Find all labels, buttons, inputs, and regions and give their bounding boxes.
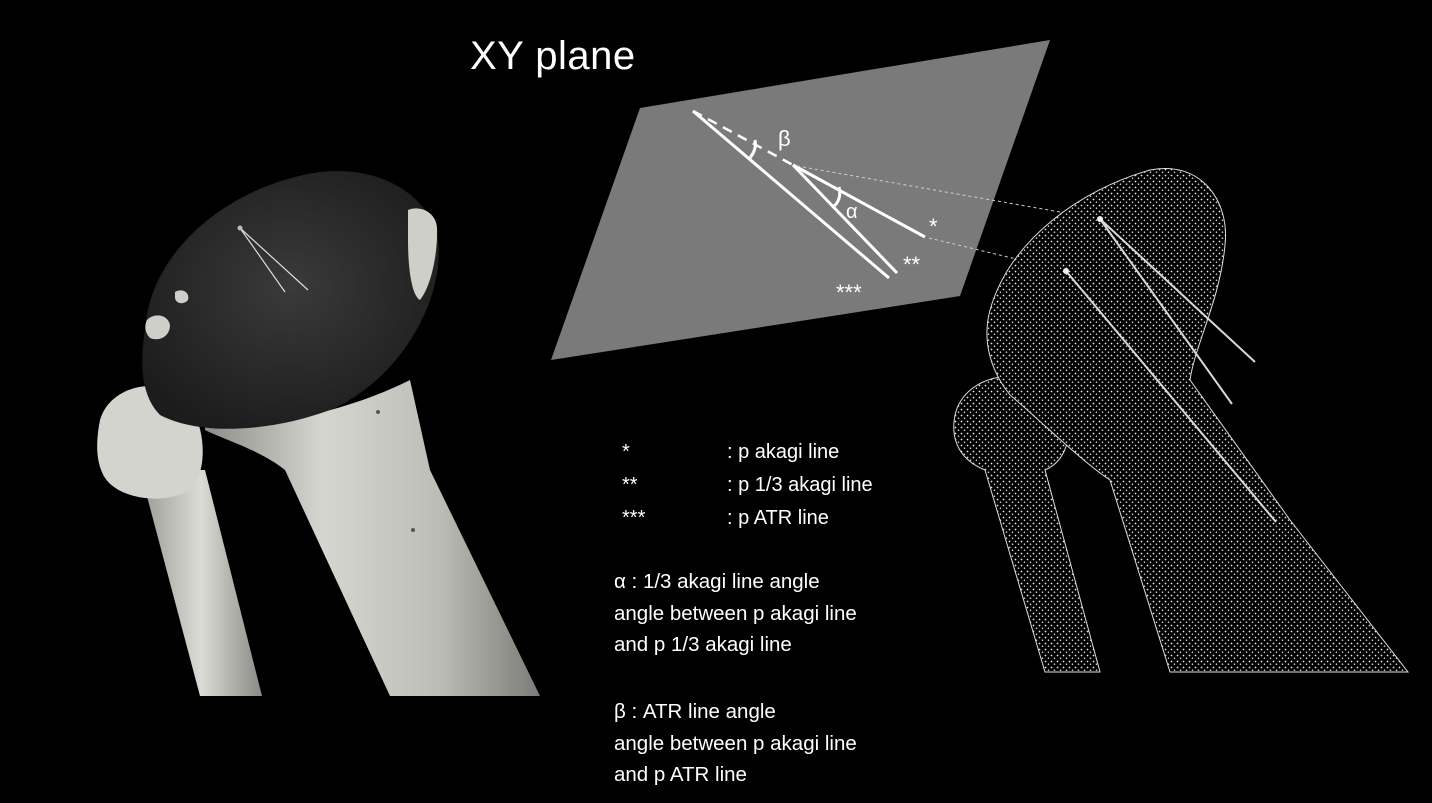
beta-definition-line: angle between p akagi line: [614, 728, 857, 760]
landmark-point: [411, 528, 415, 532]
alpha-label: α: [846, 201, 858, 223]
atr-star-label: ***: [836, 280, 862, 305]
xy-plane: [551, 40, 1050, 360]
landmark-point: [1063, 268, 1069, 274]
tibia-shaft: [205, 380, 540, 696]
landmark-point: [376, 410, 380, 414]
beta-definition: β : ATR line angle angle between p akagi…: [614, 696, 857, 791]
akagi-star-label: *: [929, 214, 938, 239]
figure-title: XY plane: [470, 34, 636, 79]
xy-plane-diagram: β α * ** ***: [551, 40, 1050, 360]
legend-description: : p akagi line: [727, 441, 839, 464]
landmark-point: [238, 226, 243, 231]
legend-description: : p 1/3 akagi line: [727, 474, 873, 497]
alpha-definition: α : 1/3 akagi line angle angle between p…: [614, 566, 857, 661]
alpha-definition-line: angle between p akagi line: [614, 598, 857, 630]
landmark-point: [1097, 216, 1103, 222]
beta-definition-line: β : ATR line angle: [614, 696, 857, 728]
legend-symbol: **: [622, 474, 638, 497]
beta-definition-line: and p ATR line: [614, 759, 857, 791]
bone-render-3d: [97, 171, 540, 696]
alpha-definition-line: and p 1/3 akagi line: [614, 629, 857, 661]
point-cloud-bone: [954, 168, 1408, 672]
legend-symbol: *: [622, 441, 630, 464]
beta-label: β: [778, 126, 791, 151]
alpha-definition-line: α : 1/3 akagi line angle: [614, 566, 857, 598]
legend-symbol: ***: [622, 507, 645, 530]
one-third-star-label: **: [903, 252, 921, 277]
fibula-shaft: [140, 470, 262, 696]
legend-description: : p ATR line: [727, 507, 829, 530]
